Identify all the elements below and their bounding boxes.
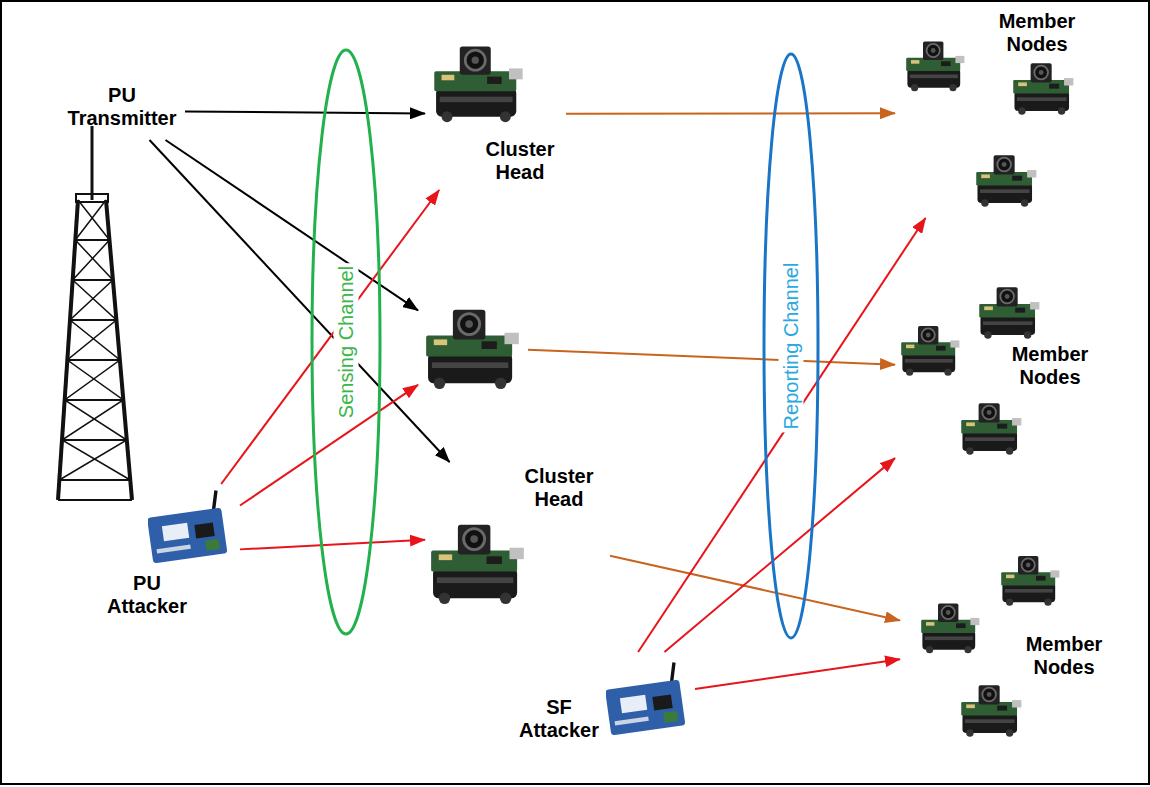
node-label: Member Nodes	[1008, 343, 1092, 389]
member-device	[901, 326, 959, 376]
cluster-head	[418, 300, 528, 395]
tower-illustration	[58, 126, 132, 500]
channel-ellipse: Sensing Channel	[310, 48, 382, 636]
signal-arrow	[240, 540, 425, 550]
channel-ellipse: Reporting Channel	[762, 52, 820, 640]
node-label: Cluster Head	[478, 138, 562, 184]
attacker-device	[147, 490, 227, 563]
tower-leg	[106, 200, 132, 500]
signal-arrow	[664, 458, 895, 652]
member-device	[1001, 556, 1059, 606]
member-device	[961, 403, 1021, 454]
tower-mast	[91, 126, 94, 200]
node-label: PU Attacker	[103, 572, 191, 618]
node-label: SF Attacker	[515, 696, 603, 742]
node-label: Cluster Head	[517, 465, 601, 511]
signal-arrow	[528, 350, 895, 365]
member-device	[979, 287, 1039, 338]
cluster-head: Cluster Head	[425, 38, 566, 190]
member-device	[906, 42, 964, 92]
signal-arrow	[185, 112, 425, 114]
signal-arrow	[240, 385, 418, 506]
member-group: Member Nodes	[895, 8, 1095, 218]
transmitter-node: PU Transmitter	[60, 82, 185, 140]
attacker-node: PU Attacker	[100, 484, 240, 622]
cluster-head-device	[434, 47, 522, 123]
node-label: PU Transmitter	[63, 84, 181, 130]
member-device	[976, 155, 1036, 206]
signal-arrow	[638, 218, 925, 652]
signal-arrow	[610, 556, 900, 621]
member-group: Member Nodes	[900, 545, 1110, 743]
node-label: Member Nodes	[995, 10, 1079, 56]
signal-arrow	[566, 112, 895, 115]
signal-arrow	[221, 190, 439, 484]
member-device	[921, 604, 979, 654]
signal-arrow	[695, 659, 900, 689]
channel-label: Reporting Channel	[779, 260, 804, 433]
signal-arrow	[150, 140, 450, 462]
tower-platform	[76, 194, 108, 202]
ellipse-outline	[312, 50, 380, 634]
channel-label: Sensing Channel	[334, 263, 359, 421]
cluster-head-device	[426, 310, 519, 389]
attacker-node: SF Attacker	[515, 652, 695, 752]
ellipse-outline	[764, 54, 818, 638]
attacker-device	[605, 662, 685, 735]
node-label: Member Nodes	[1022, 633, 1106, 679]
tower-leg	[58, 200, 78, 500]
member-device	[1013, 63, 1073, 114]
member-group: Member Nodes	[895, 278, 1107, 460]
member-device	[961, 685, 1021, 736]
tower-brace	[62, 200, 130, 480]
cluster-head: Cluster Head	[425, 462, 610, 608]
cluster-head-device	[431, 525, 524, 604]
tower-brace	[59, 200, 127, 480]
tower-rungs	[58, 240, 132, 500]
